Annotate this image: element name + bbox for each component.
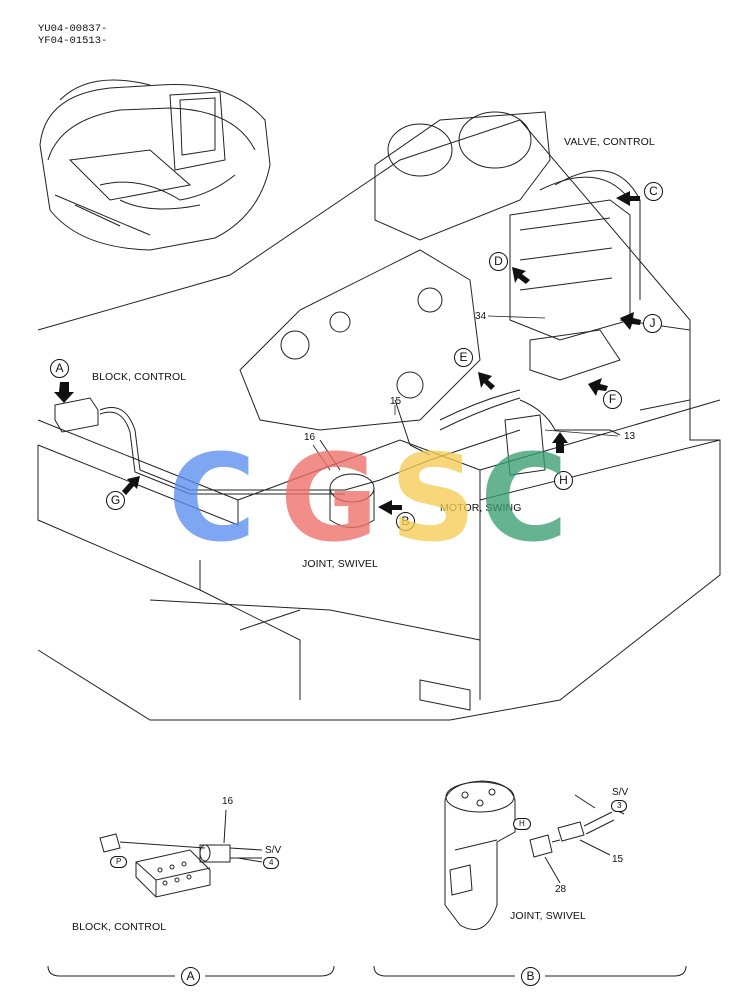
label-joint-swivel: JOINT, SWIVEL (302, 558, 378, 570)
leader-lines (312, 315, 619, 471)
control-valve (509, 170, 691, 411)
part-number-34: 34 (475, 311, 487, 322)
upper-frame (37, 119, 721, 721)
swivel-joint-main (329, 414, 546, 528)
label-motor-swing: MOTOR, SWING (440, 502, 522, 514)
label-valve-control: VALVE, CONTROL (564, 136, 655, 148)
part-number-16: 16 (304, 432, 316, 443)
callout-h: H (554, 471, 573, 490)
control-block-main (54, 397, 99, 433)
drawing-code-1: YU04-00837- (38, 23, 108, 35)
watermark-letter-3: S (390, 430, 477, 569)
detail-a-port-p: P (110, 856, 128, 868)
callout-a: A (50, 359, 69, 378)
label-block-control: BLOCK, CONTROL (92, 371, 187, 383)
detail-b-part-number-15: 15 (612, 854, 624, 865)
detail-b-sv-label: S/V (612, 787, 629, 798)
callout-arrows (54, 191, 641, 515)
detail-a-part-number-16: 16 (222, 796, 234, 807)
watermark-letter-1: C (168, 430, 257, 569)
detail-b-part-number-28: 28 (555, 884, 567, 895)
engine-hood (374, 111, 551, 241)
callout-c: C (644, 182, 663, 201)
part-number-15: 15 (390, 396, 402, 407)
watermark-letter-4: C (480, 430, 569, 569)
section-mark-b: B (521, 967, 540, 986)
detail-a-label-block-control: BLOCK, CONTROL (72, 921, 167, 933)
detail-a-drawing (99, 809, 263, 898)
part-number-13: 13 (624, 431, 636, 442)
callout-d: D (489, 252, 508, 271)
machine-overview-inset (39, 79, 271, 251)
drawing-code-2: YF04-01513- (38, 35, 108, 47)
detail-a-sv-number: 4 (263, 857, 280, 869)
watermark-letter-2: G (280, 430, 379, 569)
section-mark-a: A (181, 967, 200, 986)
detail-b-sv-number: 3 (611, 800, 628, 812)
boom-bracket (239, 249, 481, 431)
callout-g: G (106, 491, 125, 510)
detail-b-port-h: H (513, 818, 531, 830)
callout-e: E (454, 348, 473, 367)
hoses (99, 389, 621, 495)
callout-b: B (396, 512, 415, 531)
detail-b-drawing (444, 780, 625, 930)
detail-a-sv-label: S/V (265, 845, 282, 856)
callout-f: F (603, 390, 622, 409)
detail-b-label-joint-swivel: JOINT, SWIVEL (510, 910, 586, 922)
section-brackets (47, 965, 687, 977)
callout-j: J (643, 314, 662, 333)
